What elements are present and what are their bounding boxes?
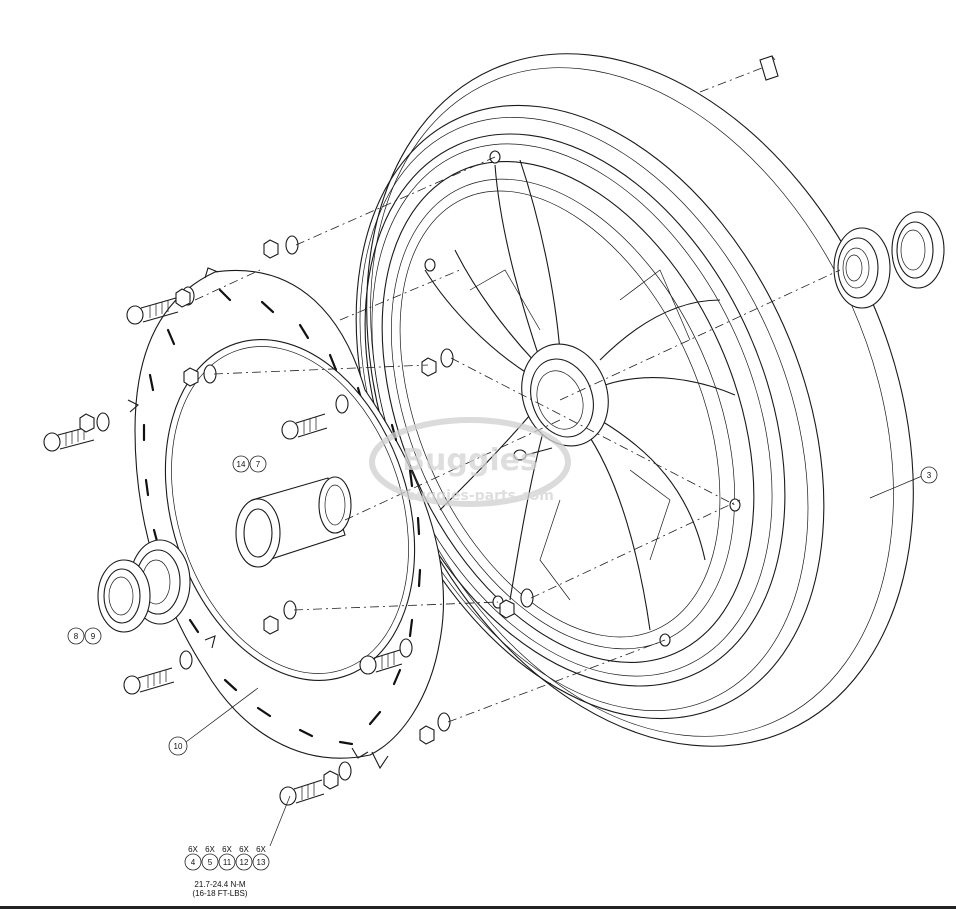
assembly-centerlines	[194, 67, 841, 723]
svg-text:4: 4	[191, 858, 196, 867]
callout-10: 10	[168, 736, 188, 756]
valve-stem	[513, 447, 553, 461]
callout-14: 14	[232, 455, 250, 473]
watermark-url-text: buggies-parts.com	[406, 488, 554, 504]
svg-text:5: 5	[208, 858, 213, 867]
svg-text:3: 3	[927, 471, 932, 480]
svg-text:10: 10	[174, 742, 183, 751]
svg-text:8: 8	[74, 632, 79, 641]
bolt-4	[281, 413, 328, 440]
bolt-3	[123, 667, 175, 695]
svg-text:11: 11	[223, 858, 232, 867]
bottom-rule	[0, 906, 956, 909]
bolts	[43, 297, 403, 806]
svg-text:14: 14	[237, 460, 246, 469]
bolt-6	[279, 779, 325, 806]
bolt-5	[359, 649, 403, 675]
callout-13: 13	[252, 853, 270, 871]
bolt-1	[126, 297, 179, 325]
qty-12: 6X	[239, 845, 249, 854]
hardware-callouts: 6X 6X 6X 6X 6X 4 5 11 12 13 21.7-24.4 N-…	[184, 845, 270, 898]
seal-left	[97, 559, 151, 633]
svg-text:13: 13	[257, 858, 266, 867]
bearing-right	[833, 227, 891, 309]
callout-11: 11	[218, 853, 236, 871]
callout-7: 7	[249, 455, 267, 473]
watermark-logo: Buggies buggies-parts.com	[369, 417, 571, 507]
seal-right	[891, 211, 945, 289]
qty-13: 6X	[256, 845, 266, 854]
svg-text:7: 7	[256, 460, 261, 469]
callout-3: 3	[920, 466, 938, 484]
key-part	[759, 55, 779, 81]
callout-8: 8	[67, 627, 85, 645]
watermark-logo-text: Buggies	[402, 443, 538, 478]
qty-11: 6X	[222, 845, 232, 854]
wheel-hub	[521, 343, 609, 447]
leader-lines	[185, 475, 923, 847]
qty-4: 6X	[188, 845, 198, 854]
qty-5: 6X	[205, 845, 215, 854]
callout-5: 5	[201, 853, 219, 871]
torque-metric: 21.7-24.4 N-M	[194, 880, 245, 889]
svg-text:9: 9	[91, 632, 96, 641]
torque-imperial: (16-18 FT-LBS)	[192, 889, 247, 898]
callout-12: 12	[235, 853, 253, 871]
callout-4: 4	[184, 853, 202, 871]
svg-text:12: 12	[240, 858, 249, 867]
nuts	[79, 239, 515, 790]
axle-sleeve	[235, 476, 352, 568]
callout-9: 9	[84, 627, 102, 645]
wheel-spokes	[424, 159, 736, 631]
